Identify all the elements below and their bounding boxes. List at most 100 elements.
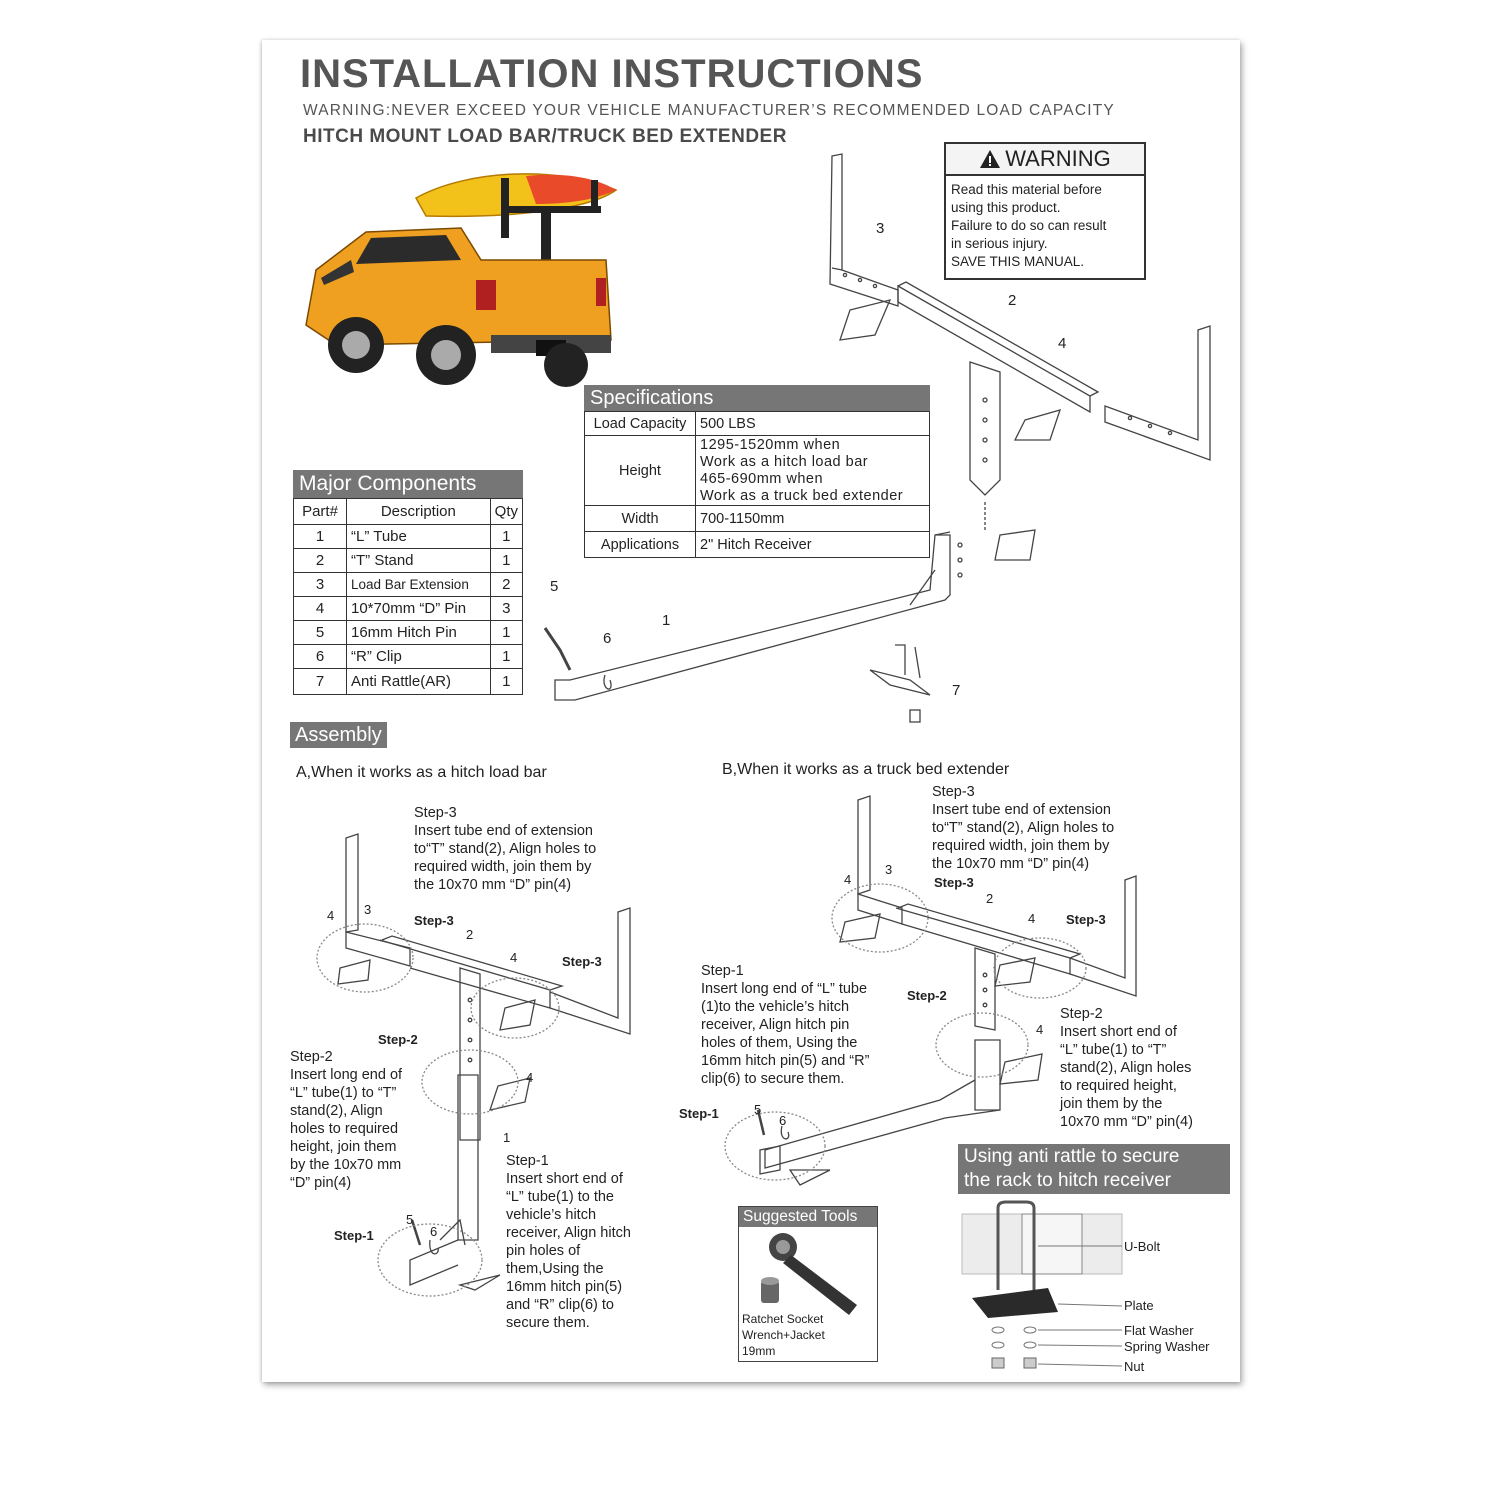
step-line: pin holes of <box>506 1243 581 1259</box>
part-label: 2 <box>466 927 474 942</box>
step-line: holes to required <box>290 1121 399 1137</box>
step-line: the 10x70 mm “D” pin(4) <box>932 856 1090 872</box>
table-row: 1 “L” Tube 1 <box>293 524 524 549</box>
step-line: height, join them <box>290 1139 397 1155</box>
part-label: 3 <box>876 220 885 237</box>
diagram-step-label: Step-3 <box>414 913 454 928</box>
table-row: 6 “R” Clip 1 <box>293 644 524 669</box>
diagram-step-label: Step-1 <box>679 1106 719 1121</box>
part-number: 6 <box>293 644 347 669</box>
section-b-title: B,When it works as a truck bed extender <box>722 761 1010 778</box>
part-label: 6 <box>430 1224 438 1239</box>
warning-line: Failure to do so can result <box>951 218 1107 233</box>
diagram-step-label: Step-2 <box>907 988 947 1003</box>
part-label: 1 <box>662 612 671 629</box>
spec-value: 500 LBS <box>695 411 930 436</box>
spec-label: Width <box>584 505 696 532</box>
components-panel: Major Components Part# Description Qty 1… <box>293 470 524 695</box>
suggested-tools-heading: Suggested Tools <box>739 1207 877 1227</box>
part-label: 4 <box>526 1070 534 1085</box>
part-description: 16mm Hitch Pin <box>346 620 491 645</box>
column-header: Description <box>346 498 491 525</box>
step-label: Step-3 <box>932 784 975 800</box>
anti-rattle-part-label: Flat Washer <box>1124 1323 1194 1338</box>
part-label: 6 <box>779 1113 787 1128</box>
hitch-load-bar-diagram <box>316 833 631 1297</box>
step-line: them,Using the <box>506 1261 604 1277</box>
spec-label: Height <box>584 435 696 506</box>
exploded-view-diagram <box>543 153 1211 723</box>
components-heading: Major Components <box>293 470 523 498</box>
part-label: 5 <box>754 1102 762 1117</box>
spec-row: Width 700-1150mm <box>584 505 930 532</box>
table-row: 2 “T” Stand 1 <box>293 548 524 573</box>
step-line: Insert short end of <box>506 1171 623 1187</box>
step-line: (1)to the vehicle’s hitch <box>701 999 850 1015</box>
warning-triangle-icon <box>980 150 1001 168</box>
part-qty: 1 <box>489 620 524 645</box>
suggested-tools-text: Ratchet Socket Wrench+Jacket 19mm <box>742 1311 825 1359</box>
warning-line: SAVE THIS MANUAL. <box>951 254 1085 269</box>
spec-label: Applications <box>584 531 696 558</box>
anti-rattle-part-label: Nut <box>1124 1359 1145 1374</box>
step-line: receiver, Align hitch pin <box>701 1017 850 1033</box>
specifications-table: Load Capacity 500 LBS Height 1295-1520mm… <box>584 411 930 558</box>
spec-value: 700-1150mm <box>695 505 930 532</box>
step-line: the 10x70 mm “D” pin(4) <box>414 877 572 893</box>
ratchet-wrench-icon <box>761 1233 857 1315</box>
truck-photo <box>305 173 618 387</box>
suggested-tools-panel: Suggested Tools Ratchet Socket Wrench+Ja… <box>738 1206 878 1362</box>
step-label: Step-3 <box>414 805 457 821</box>
anti-rattle-part-label: U-Bolt <box>1124 1239 1161 1254</box>
part-qty: 1 <box>489 644 524 669</box>
load-capacity-warning: WARNING:NEVER EXCEED YOUR VEHICLE MANUFA… <box>303 102 1115 119</box>
section-a-step1-text: Step-1 Insert short end of “L” tube(1) t… <box>506 1152 631 1332</box>
diagram-step-label: Step-1 <box>334 1228 374 1243</box>
step-line: 16mm hitch pin(5) <box>506 1279 623 1295</box>
step-label: Step-2 <box>1060 1006 1103 1022</box>
part-label: 4 <box>510 950 518 965</box>
section-a-title: A,When it works as a hitch load bar <box>296 764 547 781</box>
tool-line: Wrench+Jacket <box>742 1328 825 1342</box>
truck-bed-extender-diagram <box>724 795 1137 1186</box>
spec-value: Work as a hitch load bar <box>700 453 869 470</box>
step-line: and “R” clip(6) to <box>506 1297 614 1313</box>
part-label: 1 <box>503 1130 511 1145</box>
part-label: 4 <box>1028 911 1036 926</box>
column-header: Qty <box>489 498 524 525</box>
diagram-step-label: Step-3 <box>934 875 974 890</box>
anti-rattle-diagram <box>961 1200 1123 1369</box>
step-line: required width, join them by <box>414 859 592 875</box>
diagram-step-label: Step-3 <box>562 954 602 969</box>
components-table: Part# Description Qty 1 “L” Tube 1 2 “T”… <box>293 498 524 695</box>
part-number: 1 <box>293 524 347 549</box>
step-line: “L” tube(1) to the <box>506 1189 614 1205</box>
page-title: INSTALLATION INSTRUCTIONS <box>300 52 924 96</box>
spec-value: 1295-1520mm when <box>700 436 841 453</box>
warning-line: using this product. <box>951 200 1061 215</box>
part-number: 7 <box>293 668 347 695</box>
part-description: Load Bar Extension <box>346 572 491 597</box>
part-number: 2 <box>293 548 347 573</box>
step-label: Step-1 <box>701 963 744 979</box>
part-label: 3 <box>364 902 372 917</box>
section-b-step1-text: Step-1 Insert long end of “L” tube (1)to… <box>701 962 869 1088</box>
step-line: secure them. <box>506 1315 590 1331</box>
spec-value: Work as a truck bed extender <box>700 487 904 504</box>
part-label: 2 <box>986 891 994 906</box>
part-label: 4 <box>327 908 335 923</box>
anti-rattle-heading-line: Using anti rattle to secure <box>964 1146 1180 1167</box>
part-number: 5 <box>293 620 347 645</box>
part-label: 4 <box>1036 1022 1044 1037</box>
step-line: stand(2), Align holes <box>1060 1060 1192 1076</box>
spec-value: 465-690mm when <box>700 470 824 487</box>
table-row: 7 Anti Rattle(AR) 1 <box>293 668 524 695</box>
section-a-step3-text: Step-3 Insert tube end of extension to“T… <box>414 804 596 894</box>
part-label: 3 <box>885 862 893 877</box>
assembly-heading: Assembly <box>290 722 387 748</box>
spec-row: Height 1295-1520mm when Work as a hitch … <box>584 435 930 506</box>
step-line: “D” pin(4) <box>290 1175 352 1191</box>
step-line: stand(2), Align <box>290 1103 383 1119</box>
part-qty: 1 <box>489 668 524 695</box>
warning-heading-text: WARNING <box>1005 146 1111 171</box>
